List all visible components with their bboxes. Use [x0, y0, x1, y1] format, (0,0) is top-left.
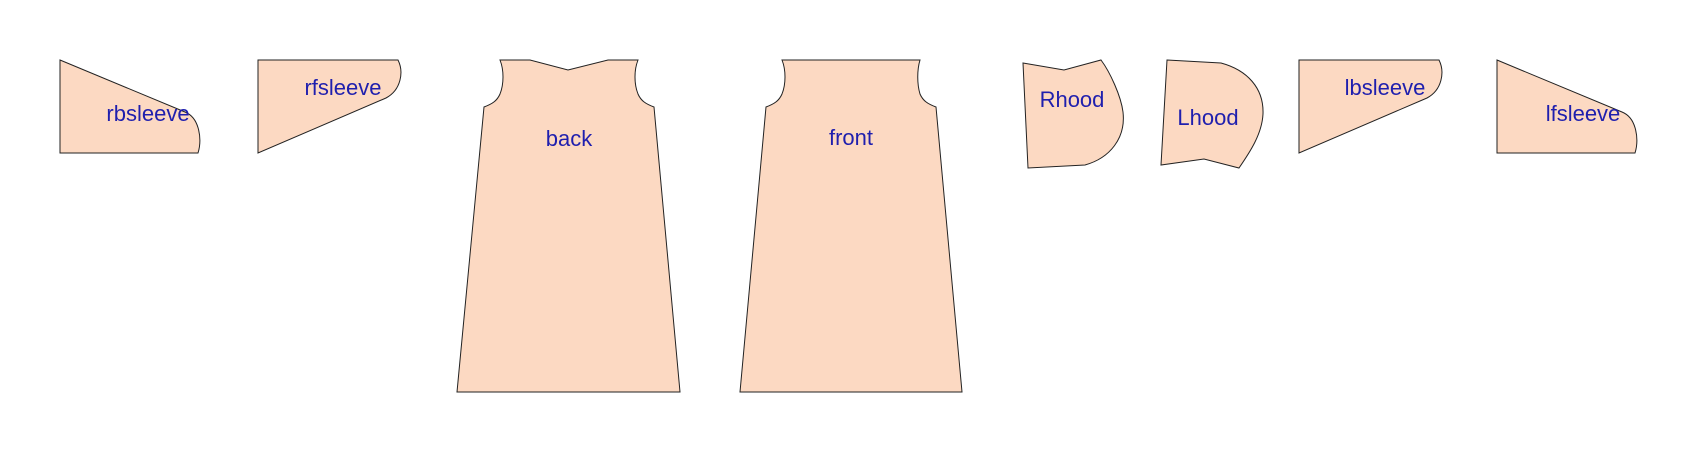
- pattern-piece-rfsleeve-label: rfsleeve: [304, 75, 381, 100]
- pattern-piece-lbsleeve[interactable]: lbsleeve: [1298, 59, 1443, 154]
- pattern-piece-lbsleeve-shape: [1298, 59, 1443, 154]
- pattern-piece-lhood-label: Lhood: [1177, 105, 1238, 130]
- pattern-piece-lfsleeve-shape: [1496, 59, 1638, 154]
- pattern-piece-rhood-shape: [1022, 59, 1124, 169]
- pattern-piece-front-label: front: [829, 125, 873, 150]
- pattern-piece-rbsleeve-label: rbsleeve: [106, 101, 189, 126]
- pattern-piece-lhood[interactable]: Lhood: [1160, 59, 1264, 169]
- pattern-piece-rfsleeve-shape: [257, 59, 402, 154]
- pattern-piece-rhood-label: Rhood: [1040, 87, 1105, 112]
- pattern-piece-front[interactable]: front: [739, 59, 963, 393]
- pattern-piece-front-shape: [739, 59, 963, 393]
- pattern-piece-lbsleeve-label: lbsleeve: [1345, 75, 1426, 100]
- pattern-piece-lfsleeve-label: lfsleeve: [1546, 101, 1621, 126]
- pattern-piece-back[interactable]: back: [456, 59, 681, 393]
- pattern-piece-back-shape: [456, 59, 681, 393]
- pattern-piece-rbsleeve-shape: [59, 59, 201, 154]
- pattern-piece-lfsleeve[interactable]: lfsleeve: [1496, 59, 1638, 154]
- pattern-piece-rhood[interactable]: Rhood: [1022, 59, 1124, 169]
- pattern-piece-lhood-shape: [1160, 59, 1264, 169]
- pattern-piece-rfsleeve[interactable]: rfsleeve: [257, 59, 402, 154]
- pattern-piece-back-label: back: [546, 126, 593, 151]
- pattern-piece-rbsleeve[interactable]: rbsleeve: [59, 59, 201, 154]
